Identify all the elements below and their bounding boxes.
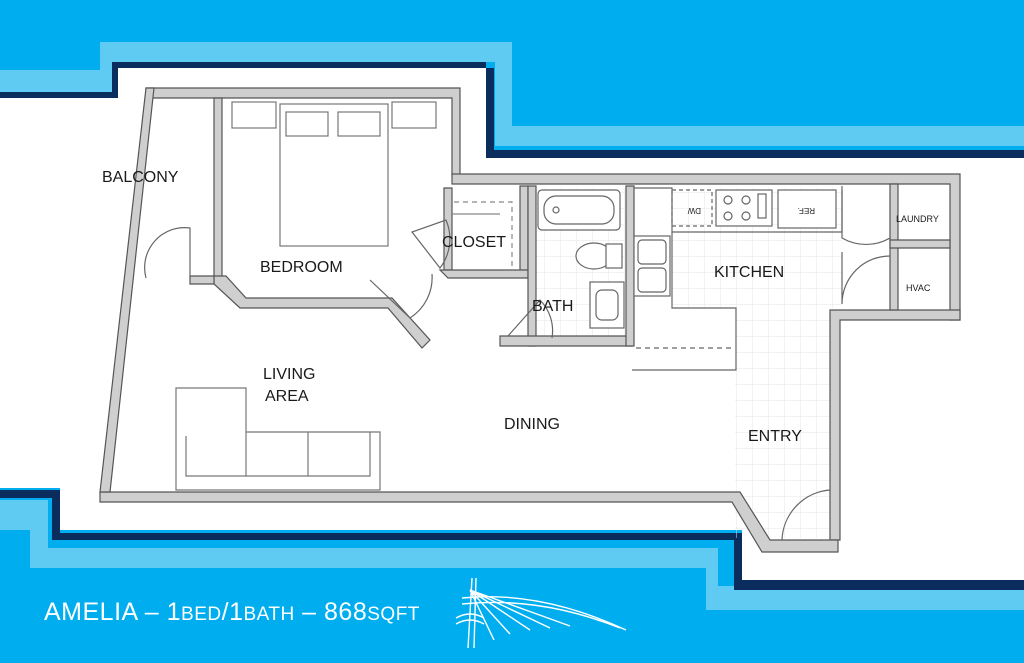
label-entry: ENTRY	[748, 428, 802, 445]
tile-floors	[535, 188, 842, 538]
label-dining: DINING	[504, 416, 560, 433]
kitchen-fixtures	[632, 186, 843, 371]
caption-beds-word: BED	[181, 604, 222, 625]
caption-beds-num: 1	[166, 598, 182, 626]
label-living: LIVING	[263, 366, 315, 383]
label-hvac: HVAC	[906, 283, 931, 293]
closet-shelf	[452, 201, 513, 270]
label-bedroom: BEDROOM	[260, 259, 343, 276]
caption-baths-num: 1	[229, 598, 244, 626]
label-laundry: LAUNDRY	[896, 214, 939, 224]
room-labels: BALCONY BEDROOM CLOSET BATH KITCHEN LAUN…	[102, 169, 939, 445]
caption-sep2: –	[294, 598, 325, 626]
caption-area-num: 868	[324, 598, 368, 626]
label-closet: CLOSET	[442, 234, 506, 251]
walls	[99, 87, 961, 553]
label-balcony: BALCONY	[102, 169, 179, 186]
label-bath: BATH	[532, 298, 573, 315]
caption-name: AMELIA	[44, 598, 138, 626]
label-dishwasher: DW	[687, 206, 701, 215]
label-refrigerator: REF.	[798, 206, 815, 215]
bed	[231, 101, 437, 247]
bridge-logo-icon	[455, 577, 627, 649]
bath-fixtures	[537, 189, 625, 329]
plan-caption: AMELIA – 1BED/1BATH – 868SQFT	[44, 598, 420, 627]
doors	[144, 190, 891, 541]
label-area: AREA	[265, 388, 309, 405]
caption-sep1: –	[137, 598, 167, 626]
label-kitchen: KITCHEN	[714, 264, 784, 281]
caption-slash: /	[221, 598, 230, 626]
caption-baths-word: BATH	[243, 604, 295, 625]
caption-area-unit: SQFT	[367, 604, 420, 625]
sofa	[175, 387, 381, 491]
